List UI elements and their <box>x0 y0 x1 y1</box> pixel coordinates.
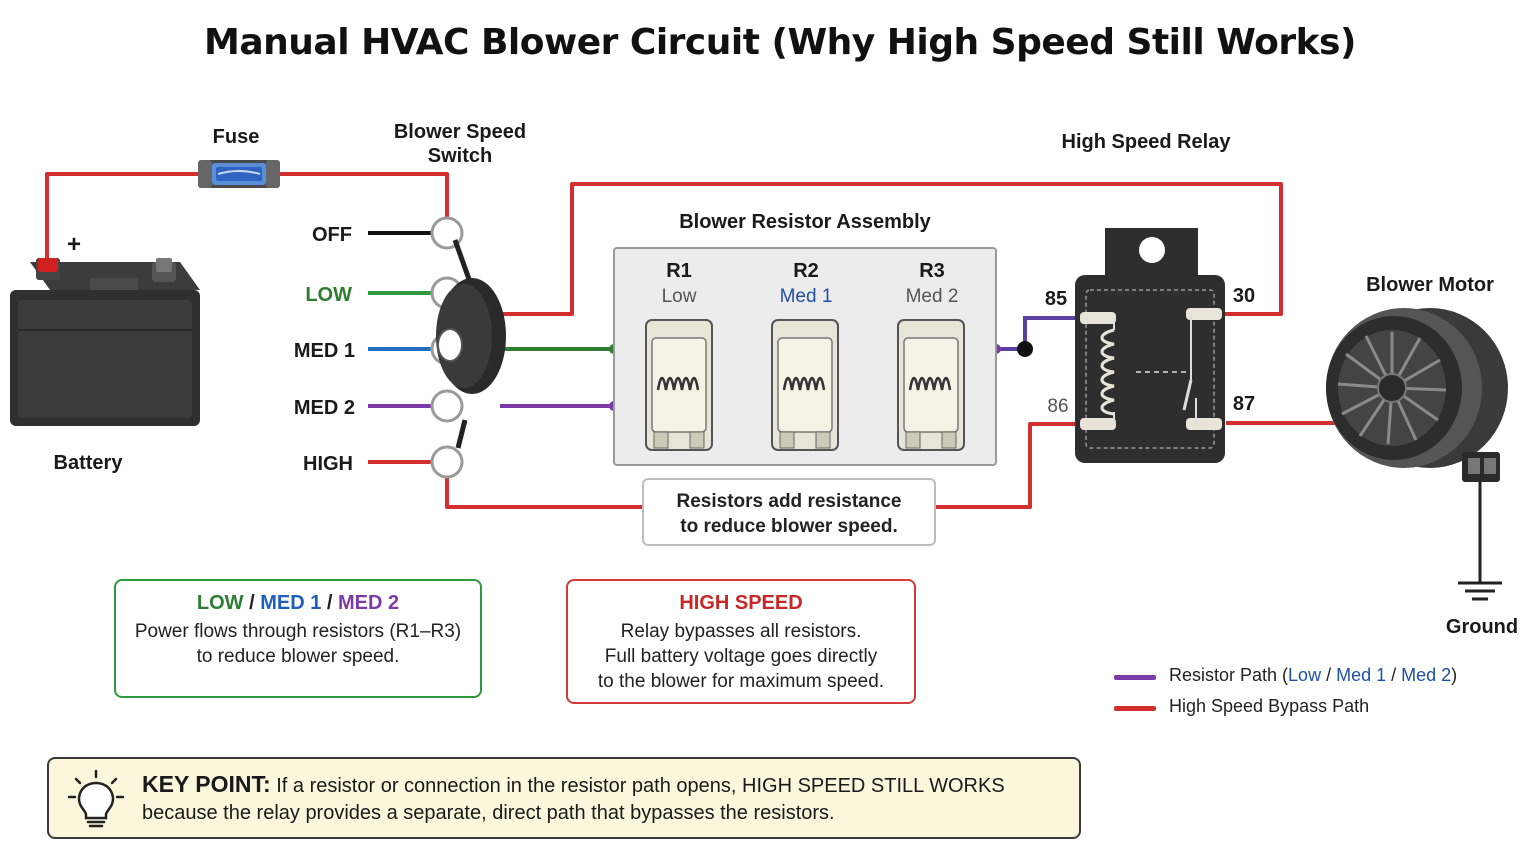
blower-motor-icon <box>1326 308 1508 482</box>
info-low-heading: LOW / MED 1 / MED 2 <box>116 591 480 616</box>
legend-swatch-red <box>1114 706 1156 711</box>
resistor-note-line1: Resistors add resistance <box>676 491 902 512</box>
info-low-sep2: / <box>321 592 338 614</box>
battery-plus-label: + <box>67 231 81 258</box>
legend-sep2: / <box>1386 665 1402 685</box>
switch-position-med2: MED 2 <box>294 397 355 419</box>
info-high-heading: HIGH SPEED <box>679 592 803 614</box>
page-title: Manual HVAC Blower Circuit (Why High Spe… <box>204 22 1356 63</box>
junction-dot-black <box>1017 341 1033 357</box>
resistor-assembly-label: Blower Resistor Assembly <box>679 211 931 233</box>
info-low-line1: Power flows through resistors (R1–R3) <box>134 621 462 642</box>
resistor-r3-icon <box>897 319 965 451</box>
resistor-r1-id: R1 <box>666 260 692 282</box>
legend-resistor-prefix: Resistor Path ( <box>1169 665 1289 685</box>
legend-high-text: High Speed Bypass Path <box>1169 696 1370 716</box>
battery-icon <box>10 258 200 426</box>
key-point-line1-text: If a resistor or connection in the resis… <box>276 775 1005 797</box>
resistor-r3-name: Med 2 <box>906 286 959 307</box>
legend-sep1: / <box>1321 665 1337 685</box>
legend-resistor-text: Resistor Path (Low / Med 1 / Med 2) <box>1169 665 1457 686</box>
red-wire-note-to-86 <box>936 422 1076 509</box>
relay-pin-87: 87 <box>1233 393 1255 415</box>
legend-swatch-purple <box>1114 675 1156 680</box>
relay-label: High Speed Relay <box>1062 131 1232 153</box>
red-wire-switch-to-relay-30 <box>500 182 1283 316</box>
resistor-r1-name: Low <box>662 286 697 307</box>
key-point-text: KEY POINT: If a resistor or connection i… <box>142 771 1005 827</box>
switch-label-line2: Switch <box>428 145 492 167</box>
red-wire-high-to-relay-86 <box>445 478 642 509</box>
blower-speed-switch-icon <box>430 216 506 479</box>
fuse-icon <box>198 160 280 188</box>
info-high-line3: to the blower for maximum speed. <box>597 671 885 692</box>
resistor-r1-icon <box>645 319 713 451</box>
info-box-high-speed: HIGH SPEED Relay bypasses all resistors.… <box>566 579 916 704</box>
red-wire-battery-fuse-switch <box>45 172 449 262</box>
ground-label: Ground <box>1446 616 1518 638</box>
info-low-sep1: / <box>243 592 261 614</box>
info-low-heading-med1: MED 1 <box>260 592 322 614</box>
resistor-r2-icon <box>771 319 839 451</box>
lightbulb-icon <box>67 769 125 828</box>
legend-low: Low <box>1288 665 1322 685</box>
switch-position-high: HIGH <box>303 453 353 475</box>
relay-pin-86: 86 <box>1047 396 1068 417</box>
key-point-line1: KEY POINT: If a resistor or connection i… <box>142 771 1005 800</box>
legend-med2: Med 2 <box>1401 665 1452 685</box>
switch-position-low: LOW <box>305 284 352 306</box>
resistor-r2-name: Med 1 <box>780 286 833 307</box>
key-point-box: KEY POINT: If a resistor or connection i… <box>47 757 1081 839</box>
resistor-note-box: Resistors add resistance to reduce blowe… <box>642 478 936 546</box>
resistor-r3-id: R3 <box>919 260 945 282</box>
motor-label: Blower Motor <box>1366 274 1494 296</box>
key-point-label: KEY POINT: <box>142 771 271 797</box>
relay-pin-85: 85 <box>1045 288 1067 310</box>
info-low-heading-low: LOW <box>196 592 244 614</box>
switch-label-line1: Blower Speed <box>394 121 526 143</box>
fuse-label: Fuse <box>213 126 260 148</box>
info-low-line2: to reduce blower speed. <box>196 646 400 667</box>
legend-suffix: ) <box>1451 665 1458 685</box>
resistor-note-line2: to reduce blower speed. <box>680 516 898 537</box>
info-high-line2: Full battery voltage goes directly <box>604 646 878 667</box>
battery-label: Battery <box>54 452 124 474</box>
switch-position-med1: MED 1 <box>294 340 355 362</box>
info-low-heading-med2: MED 2 <box>338 592 400 614</box>
relay-pin-30: 30 <box>1233 285 1255 307</box>
info-high-line1: Relay bypasses all resistors. <box>620 621 862 642</box>
legend-med1: Med 1 <box>1336 665 1387 685</box>
ground-symbol-icon <box>1458 581 1502 601</box>
switch-position-off: OFF <box>312 224 352 246</box>
high-speed-relay-icon <box>1075 228 1225 463</box>
resistor-r2-id: R2 <box>793 260 819 282</box>
info-box-low-speeds: LOW / MED 1 / MED 2 Power flows through … <box>114 579 482 698</box>
key-point-line2: because the relay provides a separate, d… <box>142 802 835 824</box>
